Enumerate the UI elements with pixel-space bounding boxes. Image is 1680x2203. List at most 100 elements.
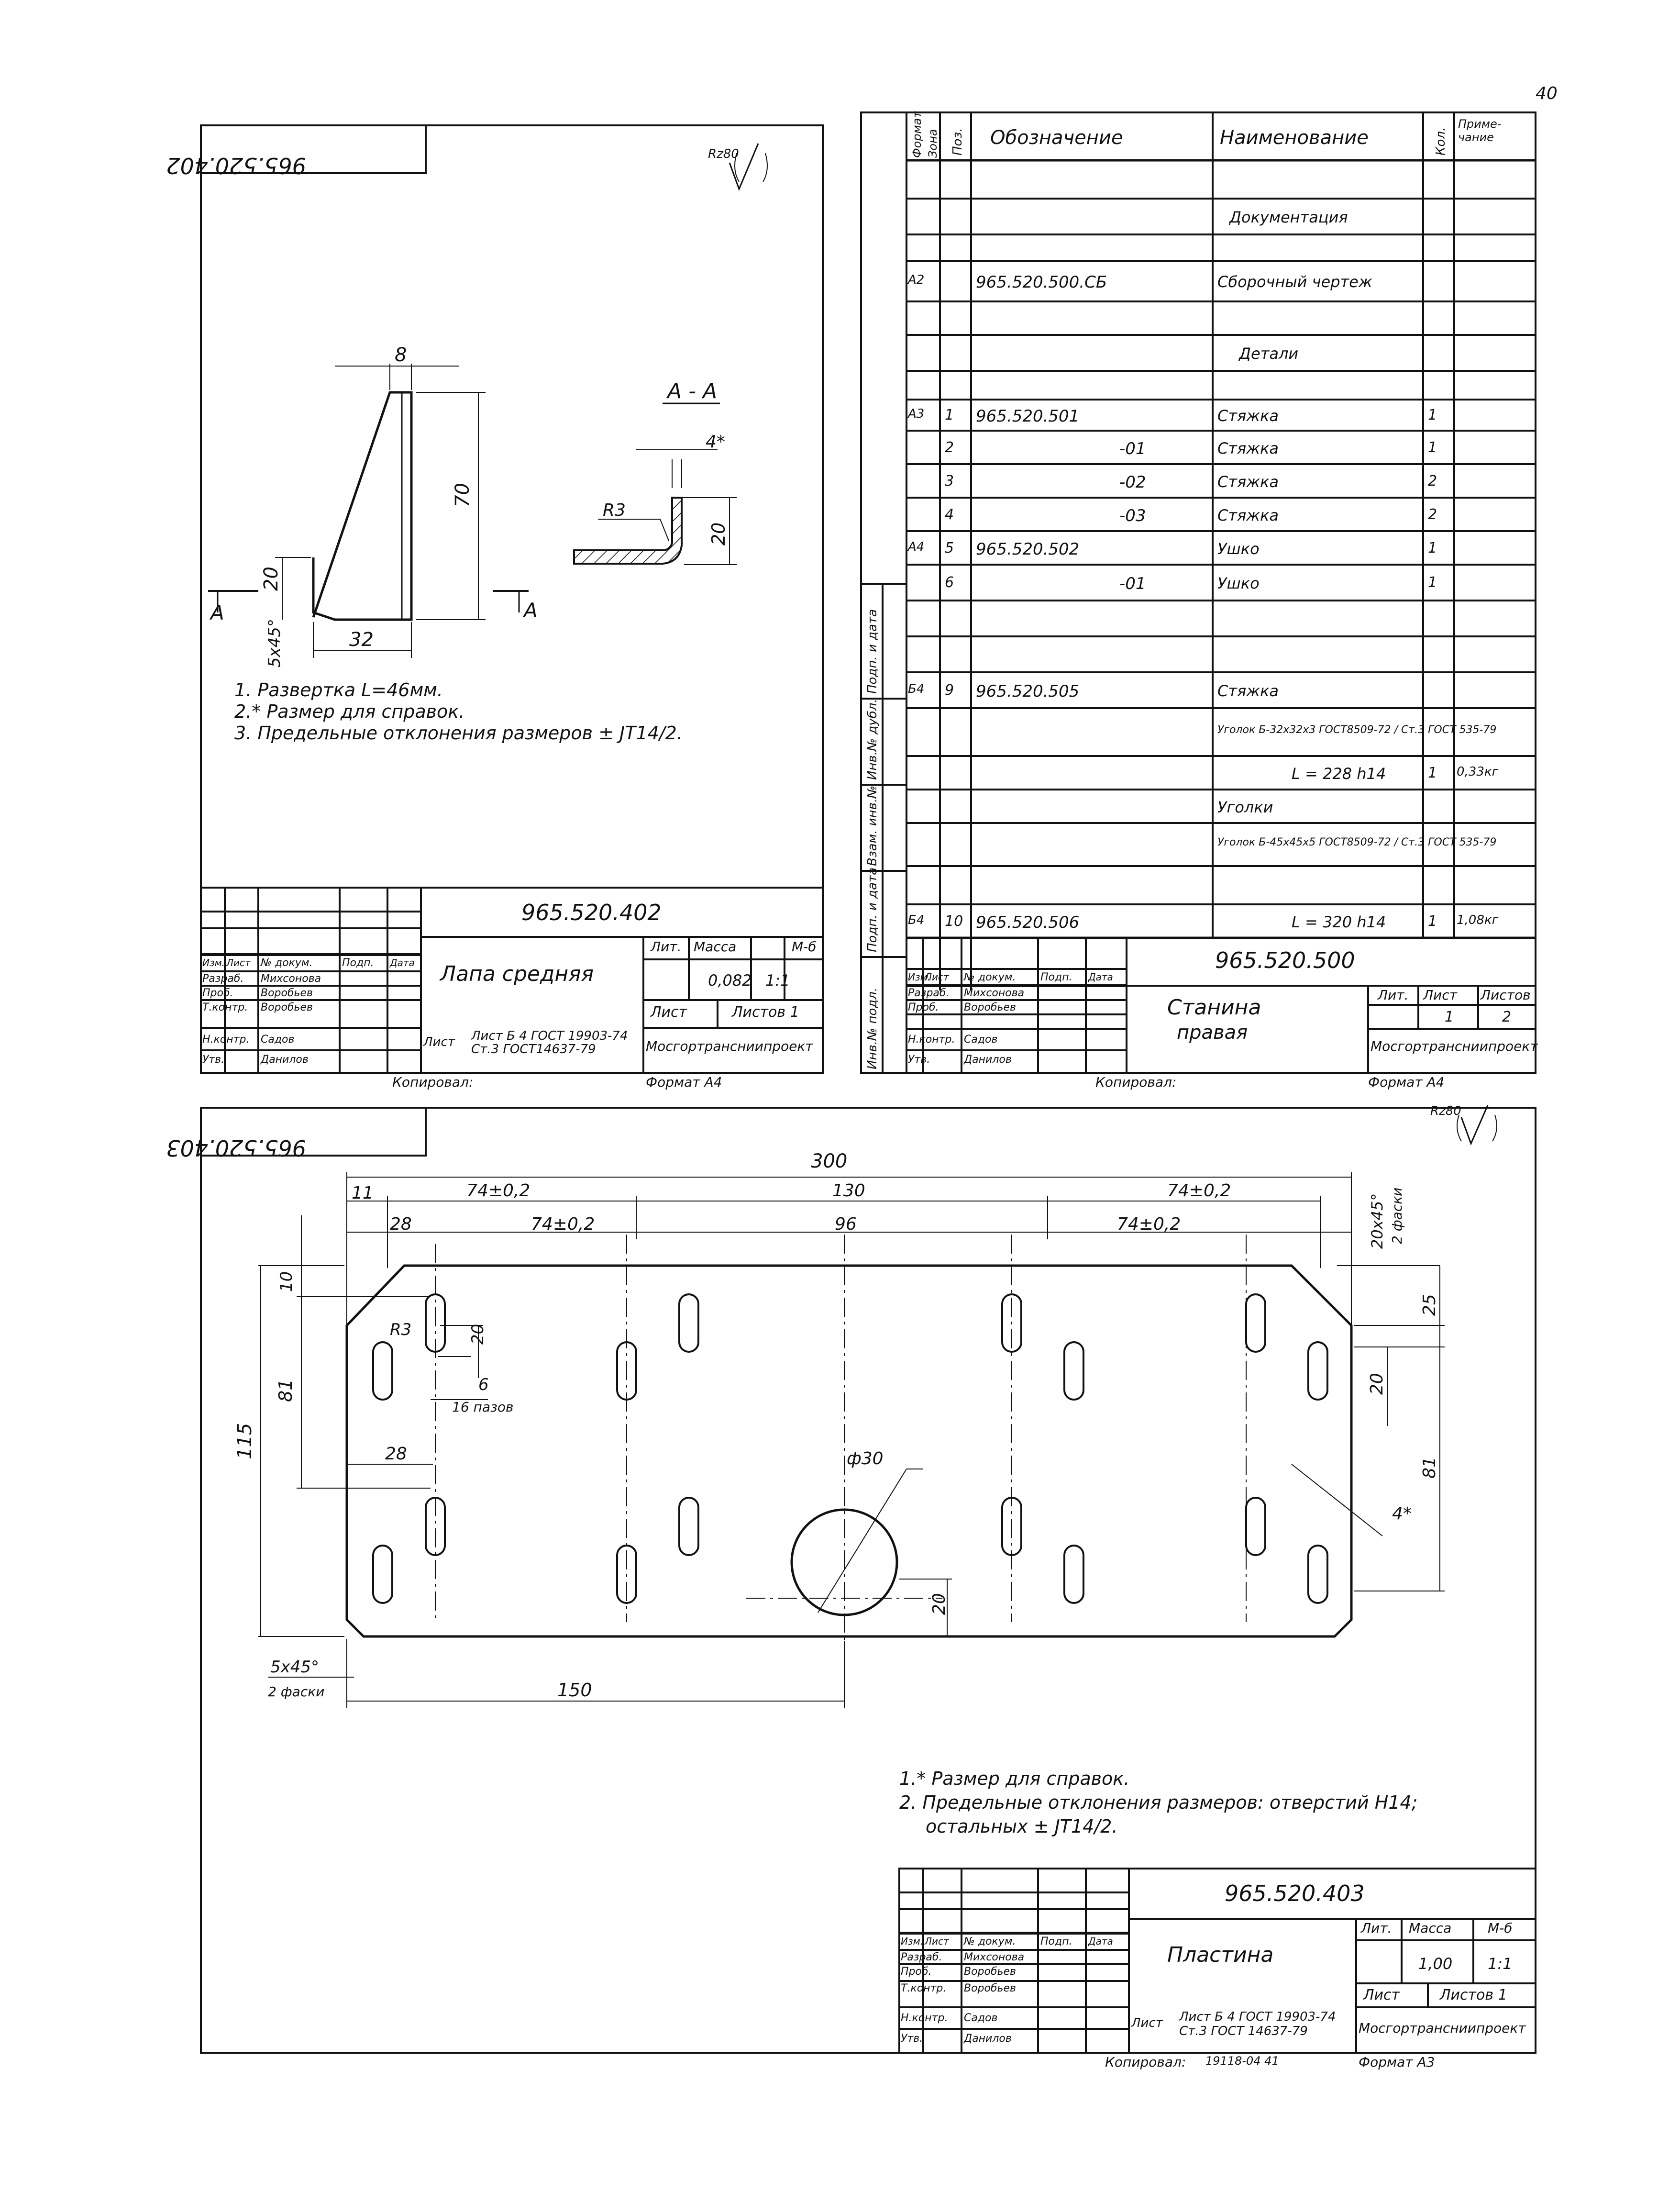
spec-cell-k: 2: [1428, 472, 1437, 490]
sheet1-code-box: [200, 124, 427, 174]
sheet2-tb-org: Мосгортрансниипроект: [1371, 1038, 1538, 1054]
dim-300: 300: [811, 1150, 847, 1172]
sheet1-note-3: 3. Предельные отклонения размеров ± JT14…: [234, 723, 683, 744]
sheet1-tb-code: 965.520.402: [521, 900, 662, 925]
sheet1-tb-scale: 1:1: [765, 971, 790, 990]
spec-cell-n: Сборочный чертеж: [1217, 273, 1372, 291]
sheet1-part-drawing: [208, 143, 768, 658]
dim-74-b: 74±0,2: [1167, 1181, 1231, 1201]
hdr-list: Лист: [226, 957, 251, 968]
dim-28-b: 28: [385, 1444, 407, 1464]
spec-cell-f: А3: [908, 407, 925, 421]
sheet2-tb-list-h: Лист: [1423, 987, 1457, 1003]
sheet1-tb-org: Мосгортрансниипроект: [646, 1038, 813, 1054]
spec-cell-n: Ушко: [1217, 539, 1260, 558]
spec-cell-p: 10: [945, 912, 963, 930]
spec-cell-n: Детали: [1239, 345, 1299, 363]
name2-prob: Воробьев: [964, 1001, 1017, 1013]
sheet1-note-2: 2.* Размер для справок.: [234, 701, 465, 722]
dim-chamfers-left: 2 фаски: [268, 1684, 324, 1700]
sheet1-tb-massa-h: Масса: [694, 939, 737, 955]
sheet3-tb-material-1: Лист Б 4 ГОСТ 19903-74: [1179, 2010, 1336, 2024]
sheet3-tb-list-prefix: Лист: [1131, 2016, 1163, 2030]
sheet1-tb-massa: 0,082: [708, 971, 752, 990]
dim-r3-plate: R3: [390, 1320, 411, 1339]
sheet1-code-rotated: 965.520.402: [166, 153, 306, 178]
sheet3-tb-listov: Листов 1: [1440, 1987, 1507, 2003]
dim-4: 4*: [706, 432, 725, 452]
spec-cell-f: Б4: [908, 912, 925, 927]
hdr-doc: № докум.: [261, 957, 313, 969]
sheet1-tb-kopiroval: Копировал:: [392, 1074, 474, 1090]
hdr-pos: Поз.: [951, 128, 965, 156]
sheet3-tb-kopiroval: Копировал:: [1105, 2054, 1186, 2070]
role3-utv: Утв.: [901, 2033, 923, 2045]
dim-r3: R3: [603, 501, 626, 520]
spec-cell-k: 2: [1428, 506, 1437, 523]
sheet3-title-block: [898, 1868, 1536, 2054]
sheet2-frame: [860, 111, 1536, 1074]
hdr3-list: Лист: [925, 1936, 949, 1947]
sheet3-note-1: 1.* Размер для справок.: [899, 1768, 1130, 1789]
sheet2-tb-kopiroval: Копировал:: [1095, 1074, 1177, 1090]
name-tkontr: Воробьев: [261, 1001, 313, 1013]
dim-150: 150: [557, 1680, 592, 1701]
dim-11: 11: [352, 1183, 374, 1203]
spec-cell-d: -01: [1119, 574, 1146, 593]
spec-cell-n: Ушко: [1217, 574, 1260, 592]
name-razrab: Михсонова: [261, 973, 321, 985]
hdr3-doc: № докум.: [964, 1936, 1016, 1947]
dim-chamfers-right: 2 фаски: [1389, 1188, 1405, 1244]
sheet2-tb-listov: 2: [1502, 1009, 1512, 1025]
sheet3-tb-list: Лист: [1363, 1987, 1400, 2003]
hdr3-podp: Подп.: [1040, 1936, 1072, 1947]
dim-20-hole: 20: [929, 1593, 949, 1615]
spec-cell-k: 1: [1428, 574, 1437, 591]
sheet3-tb-format: Формат А3: [1359, 2054, 1435, 2070]
spec-cell-n: Документация: [1229, 208, 1348, 226]
sheet3-tb-massa: 1,00: [1418, 1955, 1453, 1973]
dim-20-right: 20: [1367, 1373, 1387, 1395]
sheet2-tb-code: 965.520.500: [1215, 947, 1355, 973]
sheet3-tb-scale: 1:1: [1488, 1955, 1513, 1973]
sheet1-tb-m: М-б: [792, 939, 817, 955]
roughness-3: Rz80: [1430, 1104, 1461, 1118]
dim-28: 28: [390, 1214, 412, 1234]
name3-nkontr: Садов: [964, 2012, 998, 2024]
spec-cell-f: А4: [908, 539, 925, 554]
roughness-1: Rz80: [708, 147, 739, 161]
sheet3-tb-org: Мосгортрансниипроект: [1359, 2020, 1526, 2036]
side-label-2: Подп. и дата: [865, 868, 880, 952]
role3-tkontr: Т.контр.: [901, 1982, 947, 1994]
hdr3-izm: Изм.: [901, 1936, 924, 1947]
sheet2-table-lines: [906, 198, 1536, 939]
sheet2-tb-name-1: Станина: [1167, 995, 1261, 1020]
sheet3-code-box: [200, 1107, 427, 1157]
hdr3-data: Дата: [1088, 1936, 1113, 1947]
sheet2-tb-name-2: правая: [1177, 1022, 1248, 1044]
sheet3-tb-m: М-б: [1488, 1920, 1513, 1936]
sheet1-tb-list: Лист: [651, 1004, 687, 1021]
sheet2-tb-list: 1: [1445, 1009, 1454, 1025]
spec-cell-d: -03: [1119, 506, 1146, 525]
sheet3-tb-massa-h: Масса: [1409, 1920, 1452, 1936]
side-label-5: Подп. и дата: [865, 609, 880, 694]
dim-5x45: 5x45°: [265, 619, 284, 668]
hdr-naimenovanie: Наименование: [1220, 127, 1369, 149]
dim-20: 20: [260, 567, 282, 591]
spec-cell-n: Стяжка: [1217, 506, 1279, 524]
dim-6: 6: [478, 1375, 489, 1394]
dim-130: 130: [832, 1181, 865, 1201]
spec-cell-f: А2: [908, 273, 925, 287]
role3-nkontr: Н.контр.: [901, 2012, 948, 2024]
hdr2-izm: Изм.: [908, 971, 931, 983]
spec-cell-p: 5: [945, 539, 954, 556]
spec-cell-d: 965.520.506: [976, 912, 1080, 932]
side-label-1: Инв.№ подл.: [865, 988, 880, 1069]
cut-a-left: A: [209, 601, 224, 624]
dim-115: 115: [234, 1423, 256, 1459]
dim-32: 32: [349, 629, 374, 651]
spec-cell-pr: 1,08кг: [1457, 912, 1499, 927]
name3-tkontr: Воробьев: [964, 1982, 1017, 1994]
